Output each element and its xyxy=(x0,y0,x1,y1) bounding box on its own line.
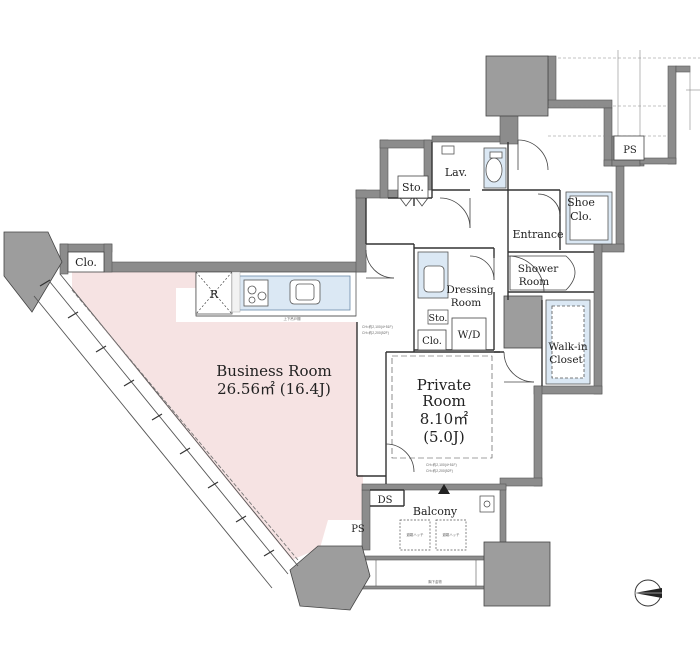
storage-top-label: Sto. xyxy=(402,181,424,194)
svg-text:CH=約2,200(52F): CH=約2,200(52F) xyxy=(426,468,453,473)
balcony-rail-posts xyxy=(375,560,477,586)
north-arrow-icon xyxy=(634,579,662,607)
shower-room-label-2: Room xyxy=(519,276,550,288)
lav-label: Lav. xyxy=(445,166,467,179)
structural-columns xyxy=(3,55,551,611)
business-room-area: 26.56㎡ (16.4J) xyxy=(217,380,331,398)
private-room-name-1: Private xyxy=(417,376,472,394)
svg-text:避難ハッチ: 避難ハッチ xyxy=(443,532,461,537)
private-room-tatami: (5.0J) xyxy=(423,428,465,446)
entrance-label: Entrance xyxy=(512,228,563,241)
shoe-closet-label-1: Shoe xyxy=(567,196,595,209)
dressing-room-label-2: Room xyxy=(451,297,482,309)
storage-top xyxy=(397,175,429,207)
pipe-space xyxy=(231,271,241,313)
walk-in-closet-label-2: Closet xyxy=(549,354,583,366)
svg-text:CH=約2,200(52F): CH=約2,200(52F) xyxy=(362,330,389,335)
closet-mid xyxy=(417,329,447,351)
storage-mid-label: Sto. xyxy=(429,313,448,324)
private-room-ceiling-line xyxy=(391,355,493,459)
walk-in-closet-label-1: Walk-in xyxy=(548,341,588,353)
balcony-access-marker xyxy=(438,484,450,494)
interior-walls xyxy=(356,142,594,507)
window-mullions xyxy=(39,279,275,557)
svg-text:胸下金物: 胸下金物 xyxy=(428,579,442,584)
private-room-name-2: Room xyxy=(422,392,466,410)
roof-outline xyxy=(548,50,700,140)
exterior-walls xyxy=(59,55,691,590)
shoe-closet xyxy=(565,191,613,245)
refrigerator-label: R xyxy=(210,288,219,301)
private-room-area: 8.10㎡ xyxy=(420,410,468,428)
balcony-label: Balcony xyxy=(413,505,458,518)
svg-text:上下吊戸棚: 上下吊戸棚 xyxy=(284,316,302,321)
pipe-shaft-top xyxy=(613,135,645,161)
balcony-hatches xyxy=(399,519,467,551)
storage-mid xyxy=(427,309,449,325)
dressing-vanity xyxy=(417,251,449,299)
shower-outline xyxy=(509,255,576,291)
duct-space-label: DS xyxy=(378,495,393,506)
diagonal-window-wall xyxy=(33,273,299,589)
svg-text:CH=約2,100(4+51F): CH=約2,100(4+51F) xyxy=(362,324,393,329)
ceiling-notes: CH=約2,100(4+51F) CH=約2,200(52F) CH=約2,10… xyxy=(362,324,457,473)
svg-text:CH=約2,100(4+51F): CH=約2,100(4+51F) xyxy=(426,462,457,467)
washer-dryer-label: W/D xyxy=(458,329,481,341)
outdoor-faucet xyxy=(479,495,495,513)
lav-fixtures xyxy=(441,145,507,189)
dressing-room-label-1: Dressing xyxy=(446,284,494,296)
business-room-floor xyxy=(72,272,363,560)
walk-in-closet xyxy=(545,299,591,385)
closet-left-label: Clo. xyxy=(75,256,97,269)
pipe-shaft-bottom-label: PS xyxy=(351,524,365,535)
closet-mid-label: Clo. xyxy=(422,336,442,347)
shower-room-label-1: Shower xyxy=(518,263,559,275)
svg-text:避難ハッチ: 避難ハッチ xyxy=(407,532,425,537)
doors xyxy=(365,139,561,473)
business-room-name: Business Room xyxy=(216,362,331,380)
refrigerator-space xyxy=(195,271,233,315)
shoe-closet-label-2: Clo. xyxy=(570,210,592,223)
closet-left xyxy=(67,251,105,273)
pipe-shaft-top-label: PS xyxy=(623,145,637,156)
washer-dryer-space xyxy=(451,317,487,351)
